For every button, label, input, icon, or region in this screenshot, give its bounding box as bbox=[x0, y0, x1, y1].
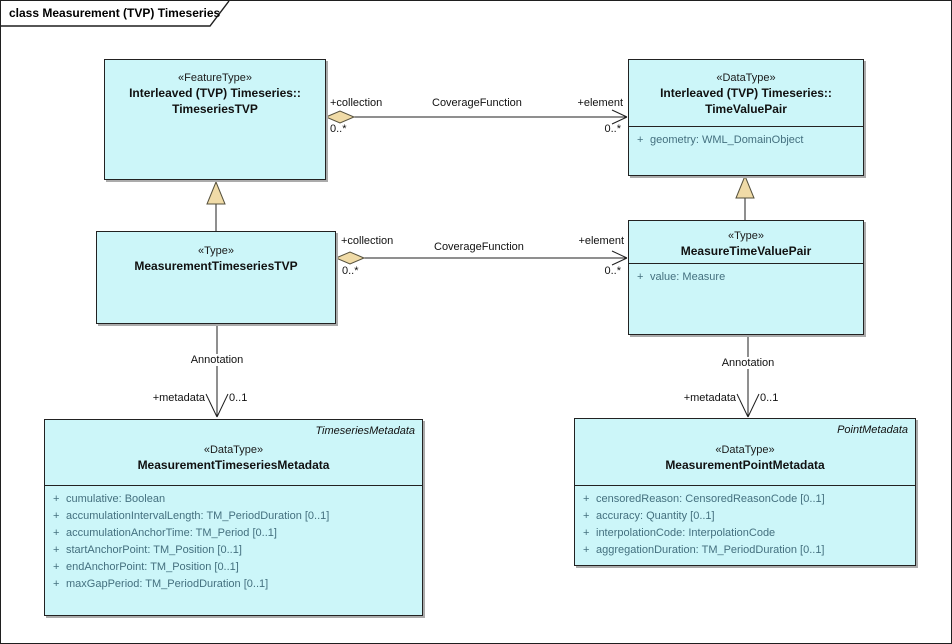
attribute-row: +maxGapPeriod: TM_PeriodDuration [0..1] bbox=[53, 578, 269, 590]
attribute-row: +value: Measure bbox=[637, 271, 726, 283]
attribute-row: +accuracy: Quantity [0..1] bbox=[583, 510, 715, 522]
annotation-name-left: Annotation bbox=[188, 354, 246, 366]
attributes-compartment: +geometry: WML_DomainObject bbox=[629, 127, 863, 149]
role-label-metadata-right: +metadata bbox=[683, 392, 736, 404]
attributes-compartment: +censoredReason: CensoredReasonCode [0..… bbox=[575, 486, 915, 559]
multiplicity-metadata-left: 0..1 bbox=[229, 392, 248, 404]
class-measure-time-value-pair[interactable]: «Type» MeasureTimeValuePair +value: Meas… bbox=[628, 220, 864, 335]
class-header: «FeatureType» Interleaved (TVP) Timeseri… bbox=[105, 60, 325, 117]
stereotype-label: «Type» bbox=[197, 245, 235, 257]
class-header: «Type» MeasureTimeValuePair bbox=[629, 221, 863, 264]
diagram-title: class Measurement (TVP) Timeseries bbox=[9, 6, 221, 20]
class-name: MeasurementTimeseriesTVP bbox=[134, 259, 298, 273]
class-measurement-timeseries-metadata[interactable]: TimeseriesMetadata «DataType» Measuremen… bbox=[44, 419, 423, 616]
class-measurement-timeseries-tvp[interactable]: «Type» MeasurementTimeseriesTVP bbox=[96, 231, 336, 324]
attributes-compartment: +cumulative: Boolean +accumulationInterv… bbox=[45, 486, 422, 593]
class-timeseries-tvp[interactable]: «FeatureType» Interleaved (TVP) Timeseri… bbox=[104, 59, 326, 180]
generalization-left[interactable] bbox=[206, 180, 226, 231]
association-name-top: CoverageFunction bbox=[432, 97, 522, 109]
annotation-name-right: Annotation bbox=[719, 357, 777, 369]
annotation-connector-left[interactable] bbox=[205, 324, 229, 418]
class-time-value-pair[interactable]: «DataType» Interleaved (TVP) Timeseries:… bbox=[628, 59, 864, 176]
attribute-row: +accumulationIntervalLength: TM_PeriodDu… bbox=[53, 510, 330, 522]
role-label-metadata-left: +metadata bbox=[152, 392, 205, 404]
attribute-row: +censoredReason: CensoredReasonCode [0..… bbox=[583, 493, 825, 505]
stereotype-label: «FeatureType» bbox=[178, 72, 252, 84]
association-coveragefunction-middle[interactable] bbox=[334, 250, 628, 266]
association-coveragefunction-top[interactable] bbox=[324, 109, 628, 125]
stereotype-label: «DataType» bbox=[715, 444, 775, 456]
attribute-row: +startAnchorPoint: TM_Position [0..1] bbox=[53, 544, 242, 556]
parent-type-label: PointMetadata bbox=[837, 424, 908, 436]
role-label-collection-middle: +collection bbox=[341, 235, 394, 247]
class-header: «Type» MeasurementTimeseriesTVP bbox=[97, 232, 335, 274]
attribute-row: +cumulative: Boolean bbox=[53, 493, 166, 505]
class-header: «DataType» MeasurementPointMetadata bbox=[575, 419, 915, 486]
attribute-row: +aggregationDuration: TM_PeriodDuration … bbox=[583, 544, 825, 556]
stereotype-label: «Type» bbox=[727, 230, 765, 242]
association-name-middle: CoverageFunction bbox=[434, 241, 524, 253]
role-label-collection-top: +collection bbox=[330, 97, 383, 109]
class-name-line1: Interleaved (TVP) Timeseries:: bbox=[660, 86, 832, 100]
multiplicity-metadata-right: 0..1 bbox=[760, 392, 779, 404]
role-label-element-top: +element bbox=[577, 97, 623, 109]
attribute-row: +geometry: WML_DomainObject bbox=[637, 134, 804, 146]
role-label-element-middle: +element bbox=[578, 235, 624, 247]
class-name-line1: Interleaved (TVP) Timeseries:: bbox=[129, 86, 301, 100]
class-header: «DataType» Interleaved (TVP) Timeseries:… bbox=[629, 60, 863, 127]
class-header: «DataType» MeasurementTimeseriesMetadata bbox=[45, 420, 422, 486]
attributes-compartment: +value: Measure bbox=[629, 264, 863, 286]
annotation-connector-right[interactable] bbox=[736, 335, 760, 418]
generalization-right[interactable] bbox=[735, 174, 755, 220]
class-name: MeasurementTimeseriesMetadata bbox=[137, 458, 330, 472]
class-name-line2: TimeValuePair bbox=[705, 102, 787, 116]
stereotype-label: «DataType» bbox=[716, 72, 776, 84]
multiplicity-collection-top: 0..* bbox=[330, 123, 347, 135]
class-measurement-point-metadata[interactable]: PointMetadata «DataType» MeasurementPoin… bbox=[574, 418, 916, 566]
multiplicity-element-top: 0..* bbox=[604, 123, 621, 135]
attribute-row: +accumulationAnchorTime: TM_Period [0..1… bbox=[53, 527, 277, 539]
attribute-row: +interpolationCode: InterpolationCode bbox=[583, 527, 776, 539]
attribute-row: +endAnchorPoint: TM_Position [0..1] bbox=[53, 561, 239, 573]
class-name-line2: TimeseriesTVP bbox=[172, 102, 258, 116]
class-name: MeasurementPointMetadata bbox=[665, 458, 825, 472]
class-name: MeasureTimeValuePair bbox=[680, 244, 812, 258]
multiplicity-collection-middle: 0..* bbox=[342, 265, 359, 277]
multiplicity-element-middle: 0..* bbox=[604, 265, 621, 277]
stereotype-label: «DataType» bbox=[203, 444, 264, 456]
parent-type-label: TimeseriesMetadata bbox=[315, 425, 415, 437]
